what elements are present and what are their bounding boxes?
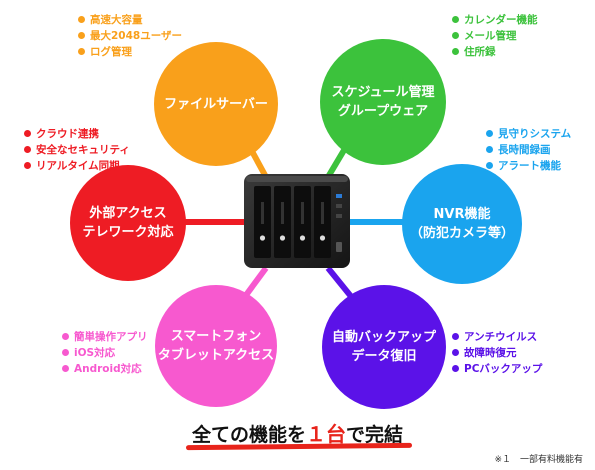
list-item: ログ管理 xyxy=(78,44,182,60)
list-item: アンチウイルス xyxy=(452,329,542,345)
list-item: 故障時復元 xyxy=(452,345,542,361)
mobile-access-feature-list: 簡単操作アプリ iOS対応 Android対応 xyxy=(62,329,148,377)
headline-part1: 全ての機能を xyxy=(191,424,306,446)
remote-access-circle: 外部アクセス テレワーク対応 xyxy=(70,165,186,281)
backup-title: 自動バックアップ xyxy=(331,330,436,345)
mobile-access-subtitle: タブレットアクセス xyxy=(157,348,275,363)
list-item: 長時間録画 xyxy=(486,142,571,158)
list-item: 安全なセキュリティ xyxy=(24,142,130,158)
backup-feature-list: アンチウイルス 故障時復元 PCバックアップ xyxy=(452,329,542,377)
list-item: メール管理 xyxy=(452,28,538,44)
file-server-title: ファイルサーバー xyxy=(164,96,268,112)
nvr-title: NVR機能 xyxy=(433,207,491,222)
file-server-circle: ファイルサーバー xyxy=(154,42,278,166)
nvr-feature-list: 見守りシステム 長時間録画 アラート機能 xyxy=(486,126,571,174)
list-item: カレンダー機能 xyxy=(452,12,538,28)
headline: 全ての機能を１台で完結 xyxy=(0,418,595,447)
remote-access-feature-list: クラウド連携 安全なセキュリティ リアルタイム同期 xyxy=(24,126,130,174)
list-item: 高速大容量 xyxy=(78,12,182,28)
list-item: 住所録 xyxy=(452,44,538,60)
backup-circle: 自動バックアップ データ復旧 xyxy=(322,285,446,409)
remote-access-subtitle: テレワーク対応 xyxy=(82,225,174,240)
list-item: 見守りシステム xyxy=(486,126,571,142)
nas-device-icon xyxy=(244,174,350,268)
list-item: クラウド連携 xyxy=(24,126,130,142)
headline-accent: １台 xyxy=(306,422,346,446)
schedule-feature-list: カレンダー機能 メール管理 住所録 xyxy=(452,12,538,60)
list-item: リアルタイム同期 xyxy=(24,158,130,174)
schedule-subtitle: グループウェア xyxy=(337,104,429,119)
nvr-subtitle: （防犯カメラ等） xyxy=(409,226,514,241)
list-item: 最大2048ユーザー xyxy=(78,28,182,44)
backup-subtitle: データ復旧 xyxy=(351,349,417,364)
list-item: アラート機能 xyxy=(486,158,571,174)
list-item: 簡単操作アプリ xyxy=(62,329,148,345)
remote-access-title: 外部アクセス xyxy=(89,206,167,221)
list-item: Android対応 xyxy=(62,361,148,377)
nvr-circle: NVR機能 （防犯カメラ等） xyxy=(402,164,522,284)
headline-part2: で完結 xyxy=(346,424,404,446)
list-item: PCバックアップ xyxy=(452,361,542,377)
schedule-circle: スケジュール管理 グループウェア xyxy=(320,39,446,165)
file-server-feature-list: 高速大容量 最大2048ユーザー ログ管理 xyxy=(78,12,182,60)
footnote: ※１ 一部有料機能有 xyxy=(494,455,583,465)
mobile-access-title: スマートフォン xyxy=(170,329,262,344)
mobile-access-circle: スマートフォン タブレットアクセス xyxy=(155,285,277,407)
list-item: iOS対応 xyxy=(62,345,148,361)
schedule-title: スケジュール管理 xyxy=(331,85,435,100)
